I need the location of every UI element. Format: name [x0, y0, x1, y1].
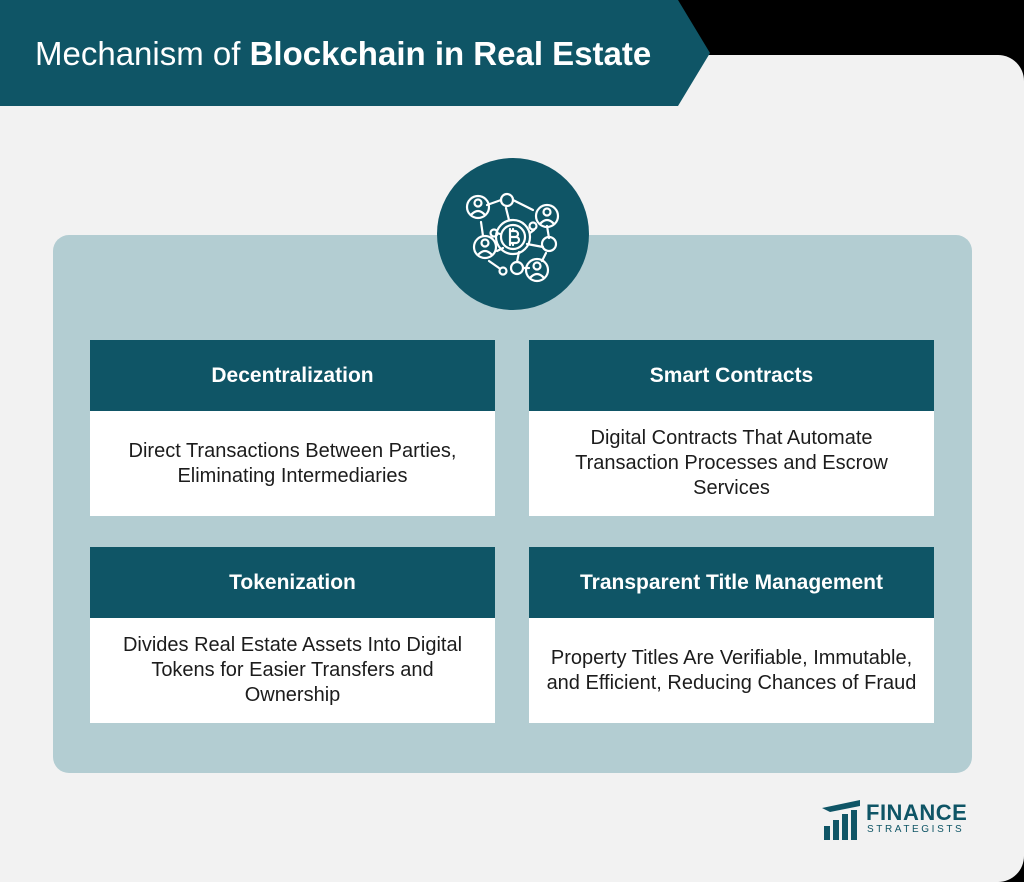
- title-banner: [0, 0, 710, 106]
- logo-wordmark: FINANCE: [866, 800, 968, 825]
- logo-mark-icon: [822, 800, 860, 840]
- card-body: Divides Real Estate Assets Into Digital …: [90, 618, 495, 723]
- blockchain-network-icon: [465, 192, 560, 283]
- card-smart-contracts: Smart Contracts Digital Contracts That A…: [529, 340, 934, 516]
- title-regular: Mechanism of: [35, 35, 241, 72]
- card-tokenization: Tokenization Divides Real Estate Assets …: [90, 547, 495, 723]
- card-heading: Transparent Title Management: [529, 547, 934, 618]
- card-decentralization: Decentralization Direct Transactions Bet…: [90, 340, 495, 516]
- finance-strategists-logo: FINANCE STRATEGISTS: [820, 798, 980, 842]
- hub-circle: [437, 158, 589, 310]
- card-heading: Decentralization: [90, 340, 495, 411]
- title-bold: Blockchain in Real Estate: [249, 35, 652, 72]
- card-body: Digital Contracts That Automate Transact…: [529, 411, 934, 516]
- card-heading: Tokenization: [90, 547, 495, 618]
- card-body: Direct Transactions Between Parties, Eli…: [90, 411, 495, 516]
- card-body: Property Titles Are Verifiable, Immutabl…: [529, 618, 934, 723]
- page-title: Mechanism of Blockchain in Real Estate: [35, 35, 651, 73]
- card-transparent-title-management: Transparent Title Management Property Ti…: [529, 547, 934, 723]
- card-heading: Smart Contracts: [529, 340, 934, 411]
- logo-subtitle: STRATEGISTS: [867, 824, 965, 835]
